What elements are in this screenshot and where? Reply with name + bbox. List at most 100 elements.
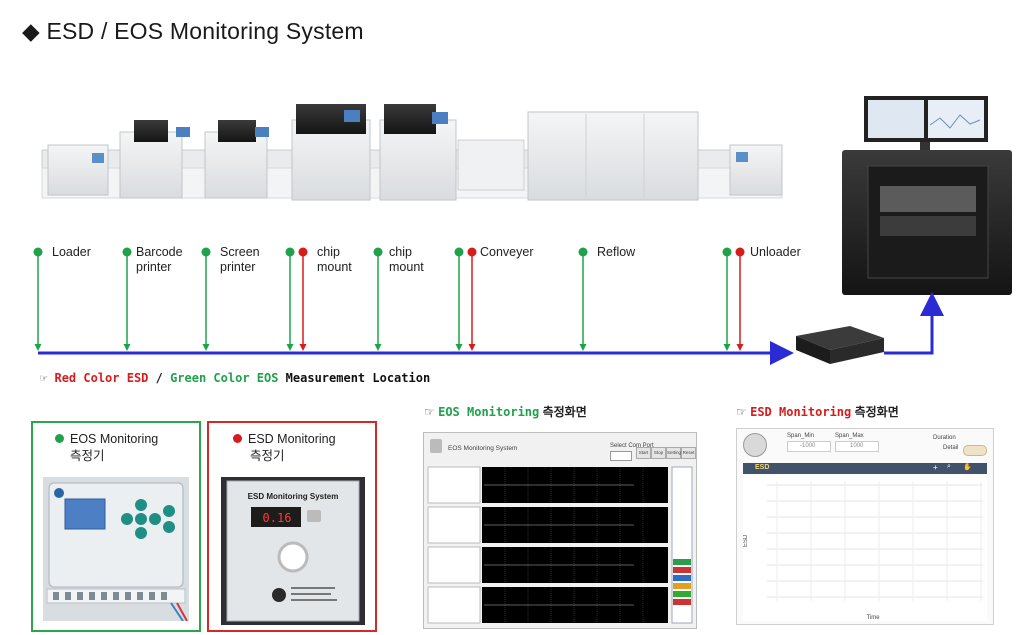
station-name-line2: mount	[317, 260, 352, 274]
legend-suffix: Measurement Location	[278, 371, 431, 385]
station-label: Loader	[52, 245, 91, 260]
station-name-line2: printer	[220, 260, 256, 274]
eos-drop-line-arrow	[34, 344, 42, 351]
eos-screen-pointer-icon: ☞	[424, 405, 435, 419]
esd-box-subtitle: 측정기	[250, 449, 285, 463]
esd-detail-label: Detail	[943, 445, 959, 451]
eos-channel-info	[427, 586, 481, 624]
eos-drop-line-dot	[578, 247, 588, 257]
station-name: chip	[389, 245, 412, 259]
eos-screen-suffix: 측정화면	[539, 405, 587, 419]
esd-add-icon[interactable]: +	[933, 463, 938, 472]
eos-app-button[interactable]: Stop	[651, 447, 666, 459]
eos-box-subtitle: 측정기	[70, 449, 105, 463]
station-name: Conveyer	[480, 245, 534, 259]
eos-com-port-select[interactable]	[610, 451, 632, 461]
esd-span-min-label: Span_Min	[787, 433, 815, 439]
eos-box-title: EOS Monitoring	[70, 432, 159, 446]
eos-app-logo	[430, 439, 442, 453]
esd-drop-line-dot	[298, 247, 308, 257]
eos-box-label: EOS Monitoring 측정기	[55, 431, 158, 465]
esd-chart-title: ESD	[755, 464, 770, 471]
esd-dot-icon	[233, 434, 242, 443]
esd-screen-heading: ☞ ESD Monitoring 측정화면	[736, 403, 899, 420]
eos-status-swatch	[673, 591, 691, 597]
esd-drop-line-dot	[735, 247, 745, 257]
eos-channel-info	[427, 466, 481, 504]
esd-box-title: ESD Monitoring	[248, 432, 336, 446]
eos-monitoring-screenshot: EOS Monitoring System Select Com Port St…	[423, 432, 697, 629]
smt-line-photo	[41, 104, 783, 201]
esd-chart-plot: ESD Time	[743, 475, 987, 621]
eos-dot-icon	[55, 434, 64, 443]
esd-drop-line-arrow	[468, 344, 476, 351]
eos-app-button[interactable]: Setting	[666, 447, 681, 459]
esd-drop-line-dot	[467, 247, 477, 257]
eos-drop-line-dot	[285, 247, 295, 257]
eos-app-title: EOS Monitoring System	[448, 445, 518, 452]
eos-app-button[interactable]: Start	[636, 447, 651, 459]
esd-monitoring-screenshot: Span_Min Span_Max -1000 1000 Duration De…	[736, 428, 994, 625]
esd-device-photo: ESD Monitoring System 0.16	[221, 477, 365, 625]
esd-screen-suffix: 측정화면	[851, 405, 899, 419]
eos-channel-plots	[427, 466, 693, 624]
eos-instrument-box: EOS Monitoring 측정기	[31, 421, 201, 632]
esd-app-logo	[743, 433, 767, 457]
cabinet-link-line	[884, 292, 944, 355]
eos-drop-line-dot	[122, 247, 132, 257]
production-line-diagram	[33, 96, 1012, 365]
eos-status-swatch	[673, 567, 691, 573]
station-label: Conveyer	[480, 245, 534, 260]
esd-device-label: ESD Monitoring System	[248, 492, 339, 501]
esd-pan-icon[interactable]: ✋	[963, 464, 972, 471]
legend-eos-text: Green Color EOS	[170, 371, 279, 385]
esd-chart-header: ESD + ⌕ ✋	[743, 463, 987, 474]
legend-esd-text: Red Color ESD	[54, 371, 149, 385]
eos-drop-line-arrow	[123, 344, 131, 351]
station-name: Screen	[220, 245, 260, 259]
eos-screen-heading: ☞ EOS Monitoring 측정화면	[424, 403, 587, 420]
station-name-line2: printer	[136, 260, 172, 274]
measurement-legend: ☞ Red Color ESD / Green Color EOS Measur…	[40, 371, 430, 385]
station-label: Unloader	[750, 245, 801, 260]
station-name-line2: mount	[389, 260, 424, 274]
esd-span-max-value: 1000	[850, 443, 864, 449]
eos-channel-info	[427, 546, 481, 584]
eos-drop-line-arrow	[286, 344, 294, 351]
station-name: Reflow	[597, 245, 636, 259]
eos-screen-name: EOS Monitoring	[438, 405, 540, 419]
station-name: Barcode	[136, 245, 183, 259]
esd-x-axis-label: Time	[866, 615, 880, 621]
esd-span-max-input[interactable]: 1000	[835, 441, 879, 452]
eos-channel-info	[427, 506, 481, 544]
eos-drop-line-dot	[454, 247, 464, 257]
esd-detail-toggle[interactable]	[963, 445, 987, 456]
eos-status-swatch	[673, 575, 691, 581]
esd-device-display: 0.16	[263, 511, 292, 525]
esd-zoom-icon[interactable]: ⌕	[947, 463, 951, 470]
esd-screen-name: ESD Monitoring	[750, 405, 852, 419]
eos-drop-line-dot	[373, 247, 383, 257]
station-label: Reflow	[597, 245, 635, 260]
eos-drop-line-arrow	[723, 344, 731, 351]
eos-status-swatch	[673, 559, 691, 565]
eos-status-swatch	[673, 599, 691, 605]
legend-pointer-icon: ☞	[40, 371, 48, 385]
page-title: ◆ ESD / EOS Monitoring System	[22, 18, 364, 44]
legend-separator: /	[148, 371, 171, 385]
eos-drop-line-dot	[33, 247, 43, 257]
eos-app-button[interactable]: Reset	[681, 447, 696, 459]
esd-duration-label: Duration	[933, 435, 956, 441]
eos-drop-line-dot	[722, 247, 732, 257]
esd-box-label: ESD Monitoring 측정기	[233, 431, 336, 465]
eos-drop-line-arrow	[455, 344, 463, 351]
esd-screen-pointer-icon: ☞	[736, 405, 747, 419]
eos-drop-line-arrow	[579, 344, 587, 351]
esd-instrument-box: ESD Monitoring 측정기 ESD Monitoring System…	[207, 421, 377, 632]
esd-span-min-input[interactable]: -1000	[787, 441, 831, 452]
esd-y-axis-label: ESD	[743, 534, 749, 547]
esd-drop-line-arrow	[736, 344, 744, 351]
